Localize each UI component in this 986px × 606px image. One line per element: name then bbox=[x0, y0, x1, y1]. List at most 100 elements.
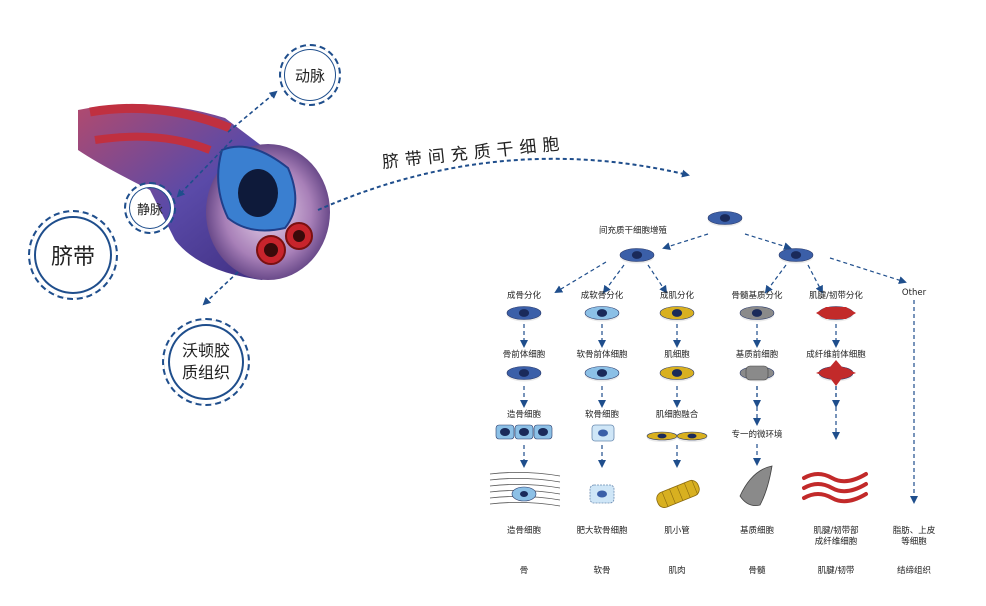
precursor-cell bbox=[506, 366, 542, 382]
arrow-branch bbox=[554, 261, 607, 294]
tendon-fibroblast-cell bbox=[802, 492, 868, 504]
stem-cell-right-nucleus bbox=[790, 251, 802, 259]
stromal-cell bbox=[739, 465, 773, 506]
arrow-branch bbox=[764, 264, 787, 294]
differentiating-cell bbox=[739, 306, 775, 322]
differentiating-cell bbox=[584, 306, 620, 322]
myotube-stripe bbox=[691, 479, 698, 495]
other-label: Other bbox=[901, 288, 927, 298]
diff-label: 成肌分化 bbox=[659, 291, 695, 301]
root-label: 间充质干细胞增殖 bbox=[598, 226, 668, 236]
bone-matrix-line bbox=[489, 478, 561, 483]
stromal-body bbox=[745, 365, 769, 381]
cord-artery-stripe bbox=[94, 132, 212, 154]
myocyte-fusion-cell-nucleus bbox=[657, 433, 667, 439]
differentiating-cell bbox=[506, 306, 542, 322]
final-label: 造骨细胞 bbox=[506, 526, 542, 536]
stage3-label: 肌细胞融合 bbox=[655, 410, 699, 420]
precursor-cell bbox=[584, 366, 620, 382]
tissue-label: 骨 bbox=[519, 566, 529, 576]
bone-matrix-line bbox=[489, 472, 561, 477]
tissue-label: 骨髓 bbox=[748, 566, 766, 576]
cord-artery-stripe bbox=[89, 103, 232, 133]
whartons-jelly-circle: 沃顿胶 质组织 bbox=[162, 318, 250, 406]
diff-label: 骨髓基质分化 bbox=[731, 291, 783, 301]
differentiating-cell bbox=[659, 306, 695, 322]
precursor-cell-nucleus bbox=[596, 369, 608, 377]
myotube-stripe bbox=[661, 491, 669, 507]
differentiating-cell-nucleus bbox=[671, 309, 683, 317]
hypertrophic-nucleus bbox=[597, 490, 607, 498]
tissue-label: 软骨 bbox=[593, 566, 611, 576]
artery-lumen bbox=[264, 243, 278, 257]
diff-label: 成软骨分化 bbox=[580, 291, 624, 301]
whartons-jelly-label: 沃顿胶 质组织 bbox=[181, 341, 230, 382]
artery-circle: 动脉 bbox=[279, 44, 341, 106]
bone-matrix-line bbox=[489, 484, 561, 489]
arrow-to-tree bbox=[317, 157, 690, 211]
stromal-precursor-cell bbox=[745, 365, 769, 381]
tendon-fibroblast-cell bbox=[802, 482, 868, 494]
stem-cell-left-nucleus bbox=[631, 251, 643, 259]
vein-circle: 静脉 bbox=[124, 182, 176, 234]
myotube-body bbox=[656, 480, 700, 508]
fibroblast-precursor-cell bbox=[816, 360, 856, 386]
precursor-label: 肌细胞 bbox=[664, 350, 690, 360]
final-label: 肌腱/韧带部 成纤维细胞 bbox=[813, 526, 859, 547]
stage3-label: 软骨细胞 bbox=[584, 410, 620, 420]
precursor-cell bbox=[659, 366, 695, 382]
osteoblast-nucleus bbox=[538, 428, 548, 436]
stem-cell-root bbox=[707, 211, 743, 227]
precursor-label: 骨前体细胞 bbox=[502, 350, 546, 360]
arrow-branch bbox=[647, 264, 668, 294]
chondrocyte-cell bbox=[591, 424, 615, 442]
myocyte-fusion-cell bbox=[676, 431, 708, 442]
umbilical-cord-label: 脐带 bbox=[50, 245, 95, 270]
arrow-branch bbox=[807, 264, 823, 294]
bone-matrix-line bbox=[489, 502, 561, 507]
arrow-branch-other bbox=[829, 257, 907, 284]
differentiating-cell-nucleus bbox=[518, 309, 530, 317]
precursor-label: 基质前细胞 bbox=[735, 350, 779, 360]
final-label: 肌小管 bbox=[664, 526, 690, 536]
hypertrophic-chondrocyte-cell bbox=[589, 484, 615, 504]
myotube-stripe bbox=[669, 488, 676, 504]
stem-cell-left bbox=[619, 248, 655, 264]
osteocyte-nucleus bbox=[520, 491, 528, 497]
myotube-cell bbox=[656, 479, 700, 508]
osteoblast-nucleus bbox=[500, 428, 510, 436]
arrow-to-whartons-jelly bbox=[202, 271, 239, 306]
osteoblast-nucleus bbox=[519, 428, 529, 436]
tissue-label: 肌腱/韧带 bbox=[817, 566, 855, 576]
final-label: 肥大软骨细胞 bbox=[576, 526, 628, 536]
fibroblast-diff-cell bbox=[816, 307, 856, 319]
myotube-stripe bbox=[683, 482, 691, 498]
final-label: 基质细胞 bbox=[739, 526, 775, 536]
arrow-branch bbox=[602, 264, 625, 294]
artery-label: 动脉 bbox=[294, 66, 325, 85]
diff-label: 成骨分化 bbox=[506, 291, 542, 301]
umbilical-cord-circle: 脐带 bbox=[28, 210, 118, 300]
precursor-cell-nucleus bbox=[518, 369, 530, 377]
precursor-cell-nucleus bbox=[671, 369, 683, 377]
vein-label: 静脉 bbox=[136, 202, 163, 218]
myocyte-fusion-cell bbox=[646, 431, 678, 442]
differentiating-cell-nucleus bbox=[596, 309, 608, 317]
artery-lumen bbox=[293, 230, 305, 242]
stem-cell-root-nucleus bbox=[719, 214, 731, 222]
osteoblast-cell bbox=[495, 424, 515, 440]
osteoblast-cell bbox=[514, 424, 534, 440]
arrow-root-right bbox=[744, 233, 792, 251]
stage3-label: 专一的微环境 bbox=[731, 430, 783, 440]
arrow-to-vein bbox=[176, 139, 233, 198]
differentiating-cell-nucleus bbox=[751, 309, 763, 317]
tendon-fibroblast-cell bbox=[802, 472, 868, 484]
osteoblast-cell bbox=[533, 424, 553, 440]
arrow-to-artery bbox=[227, 90, 278, 133]
precursor-label: 软骨前体细胞 bbox=[576, 350, 628, 360]
chondrocyte-nucleus bbox=[598, 429, 608, 437]
osteocyte-cell bbox=[489, 472, 561, 507]
